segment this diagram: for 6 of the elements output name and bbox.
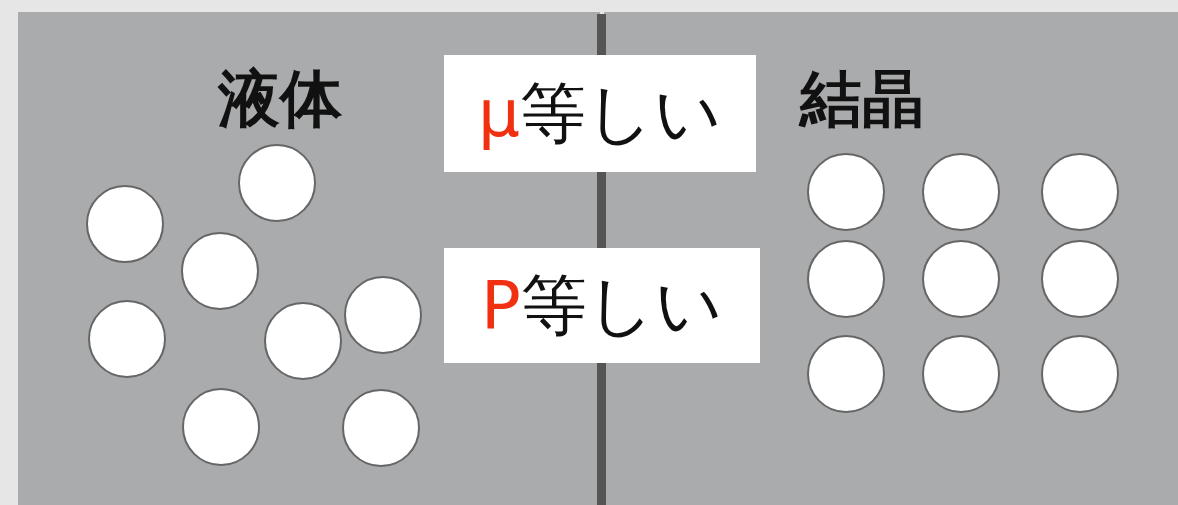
panel-heading: 結晶 [800, 61, 924, 137]
panel-heading: 液体 [218, 61, 342, 137]
label-text: μ等しい [478, 73, 722, 154]
label-text: P等しい [481, 265, 723, 346]
label-box [444, 248, 760, 363]
label-box [444, 55, 756, 172]
